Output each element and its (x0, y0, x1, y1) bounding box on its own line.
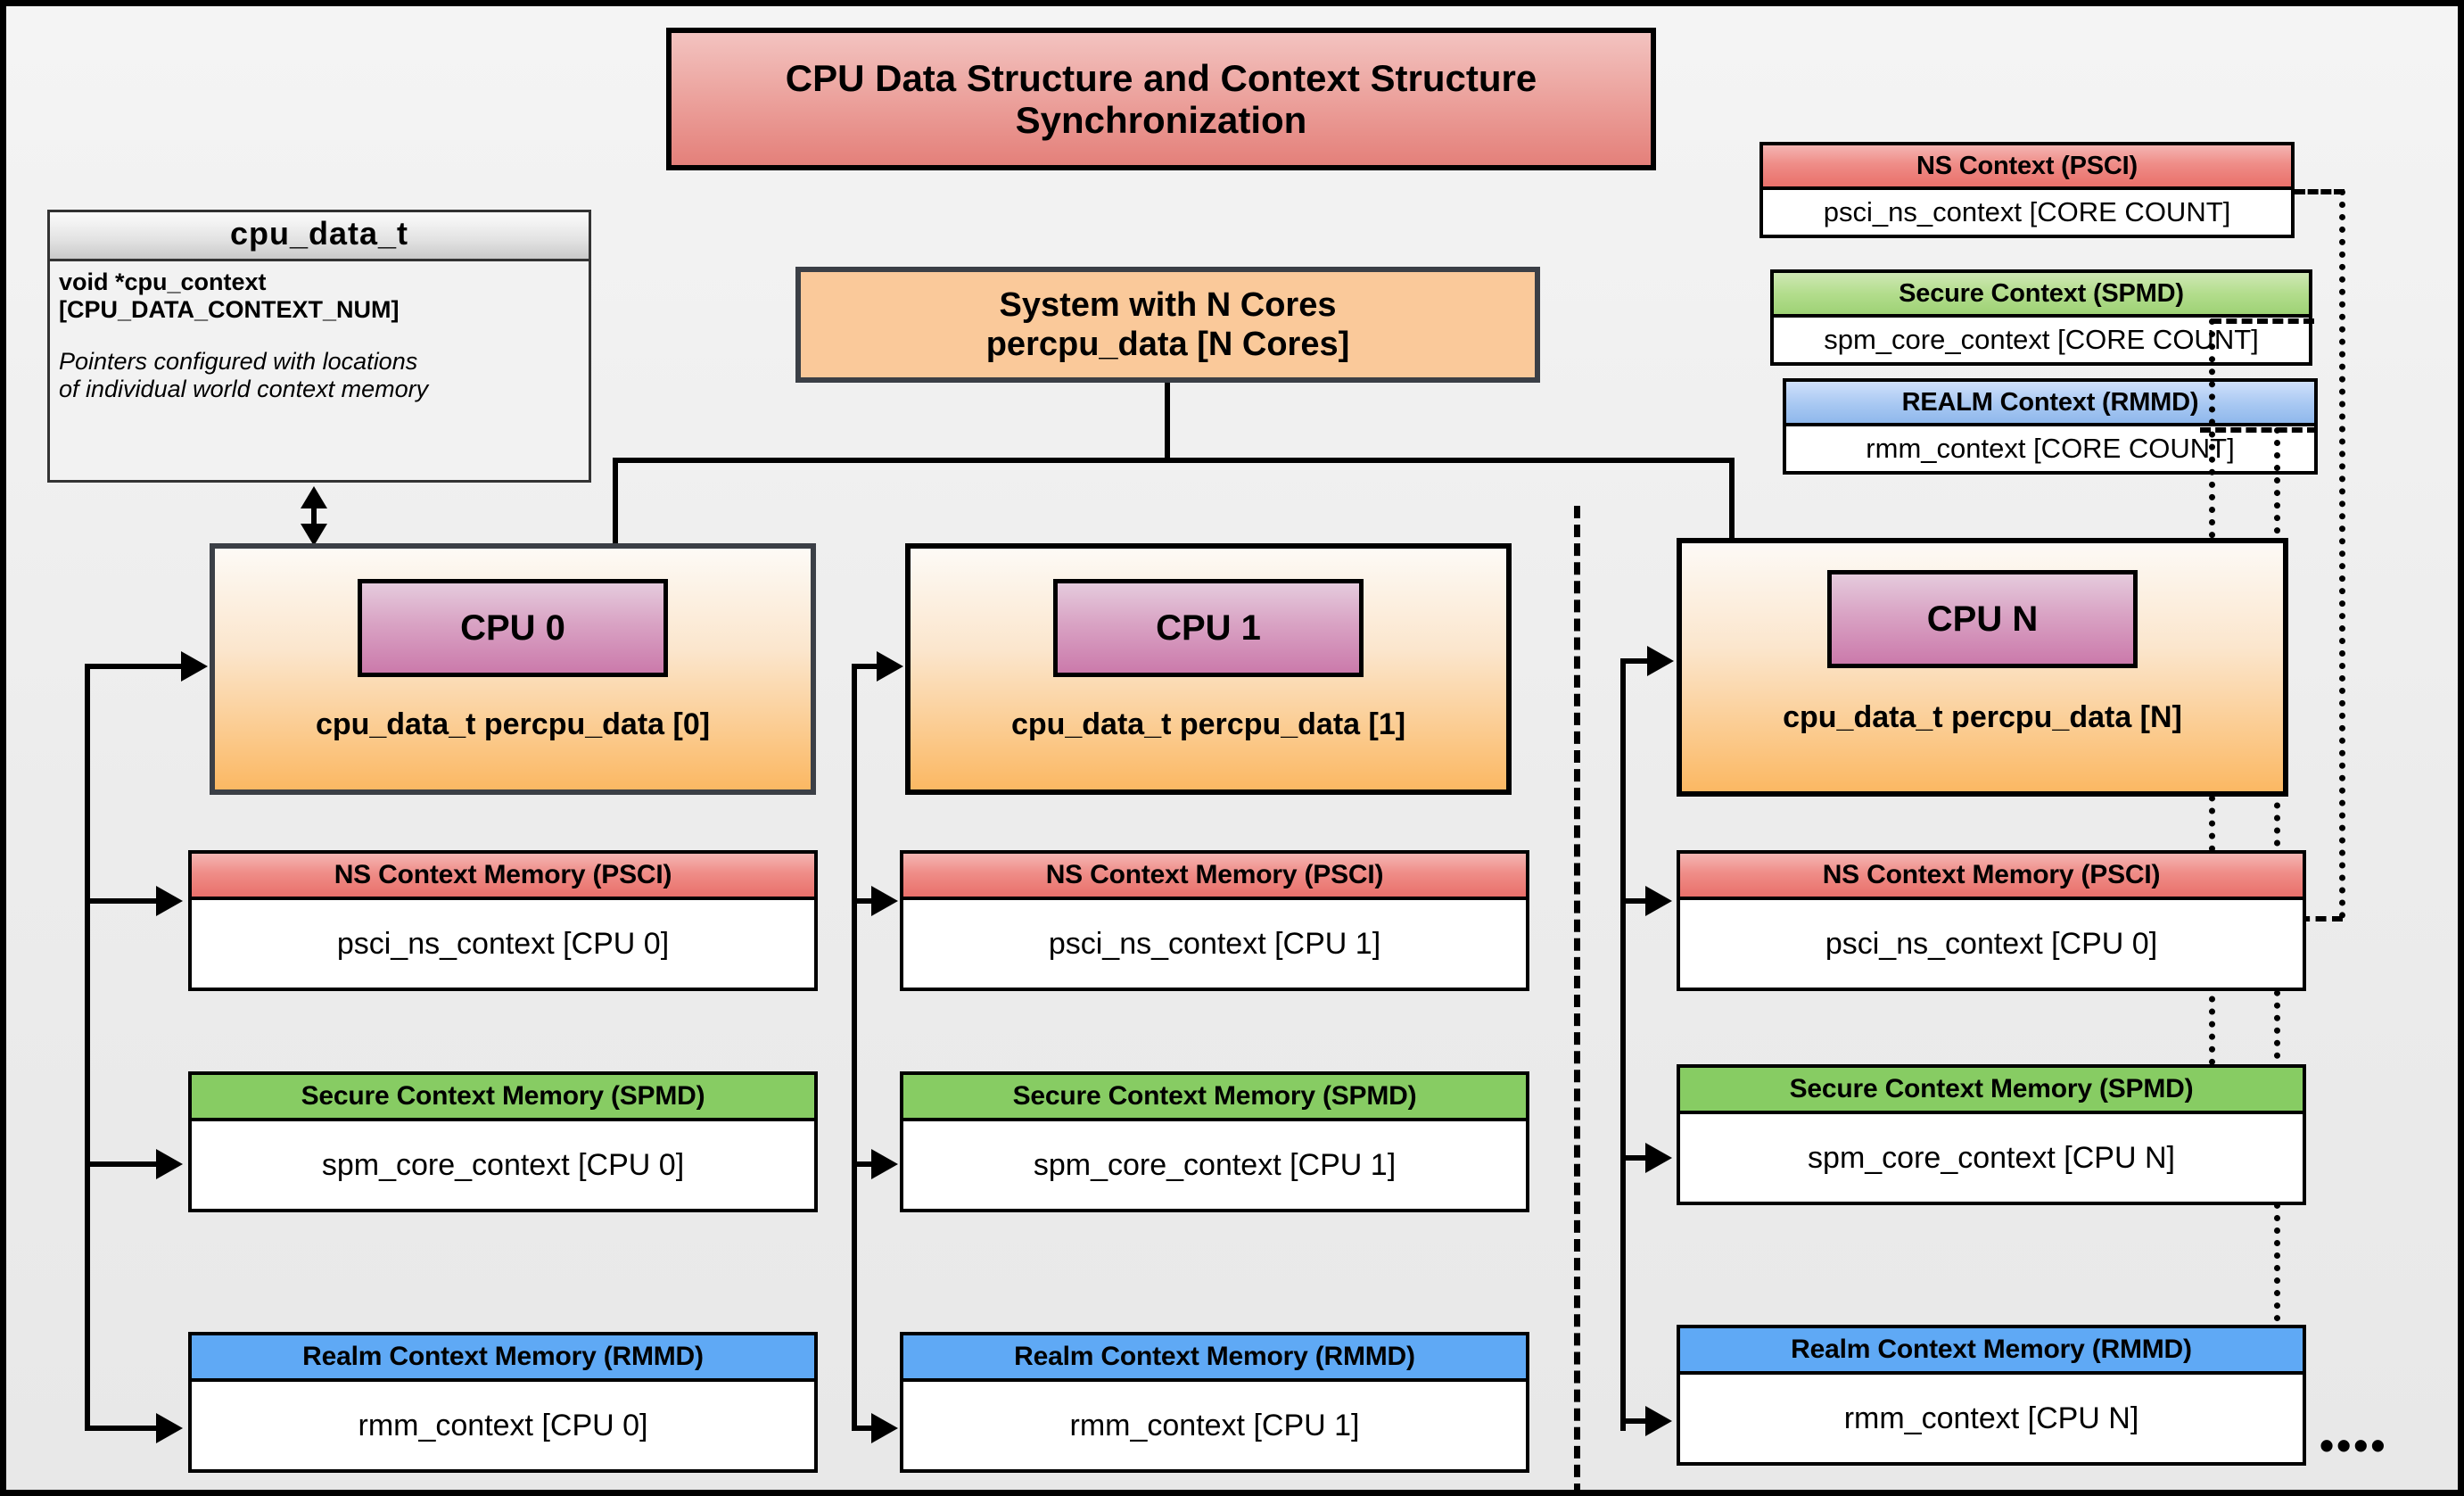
ns-route-vertical (2339, 189, 2345, 919)
cpu-n-arrow-line-ns (1620, 898, 1656, 904)
cpu-1-realm-context-body: rmm_context [CPU 1] (903, 1382, 1526, 1469)
cpu-1-secure-context-header: Secure Context Memory (SPMD) (903, 1075, 1526, 1121)
cpu-n-caption: cpu_data_t percpu_data [N] (1783, 700, 2182, 734)
cpu-data-link-arrow-down (301, 524, 327, 546)
ns-route-top-h (2295, 189, 2345, 194)
cpu-0-secure-context-body: spm_core_context [CPU 0] (192, 1121, 814, 1209)
cpu-1-arrow-line-ns (852, 898, 887, 904)
cpu-0-ns-context-card: NS Context Memory (PSCI) psci_ns_context… (188, 850, 818, 991)
cpu-n-secure-context-header: Secure Context Memory (SPMD) (1680, 1068, 2303, 1114)
cpu-n-realm-context-card: Realm Context Memory (RMMD) rmm_context … (1677, 1325, 2306, 1466)
cpu-1-arrow-head-secure (871, 1149, 898, 1179)
cpu-1-arrow-line-realm (852, 1426, 887, 1431)
cpu-0-secure-context-header: Secure Context Memory (SPMD) (192, 1075, 814, 1121)
global-ns-context-header: NS Context (PSCI) (1763, 145, 2291, 190)
global-secure-context-body: spm_core_context [CORE COUNT] (1774, 318, 2309, 362)
cpu-n-box: CPU N cpu_data_t percpu_data [N] (1677, 538, 2288, 797)
system-branch-cpu0 (613, 458, 618, 547)
cpu-context-field-line1: void *cpu_context (59, 269, 267, 295)
cpu-n-arrow-line-secure (1620, 1155, 1656, 1161)
cpu-n-secure-context-card: Secure Context Memory (SPMD) spm_core_co… (1677, 1064, 2306, 1205)
cpu-data-t-body: void *cpu_context [CPU_DATA_CONTEXT_NUM]… (50, 261, 589, 480)
cpu-1-caption: cpu_data_t percpu_data [1] (1010, 707, 1406, 741)
cpu-n-realm-context-body: rmm_context [CPU N] (1680, 1375, 2303, 1462)
cpu-context-field-line2: [CPU_DATA_CONTEXT_NUM] (59, 296, 400, 324)
system-trunk-line (1165, 383, 1170, 463)
cpu-data-link-dash (311, 506, 317, 527)
cpu-0-arrow-head-ns (156, 886, 183, 916)
cpu-0-bus-vertical (85, 664, 90, 1431)
cpu-n-ns-context-body: psci_ns_context [CPU 0] (1680, 900, 2303, 988)
cpu-1-ns-context-header: NS Context Memory (PSCI) (903, 854, 1526, 900)
cpu-data-t-note-line1: Pointers configured with locations (59, 347, 418, 375)
global-ns-context-card: NS Context (PSCI) psci_ns_context [CORE … (1759, 142, 2295, 238)
cpu-data-link-arrow-up (301, 486, 327, 508)
cpu-1-arrow-line-box (852, 664, 893, 669)
cpu-n-arrow-head-secure (1645, 1143, 1672, 1173)
cpu-n-ns-context-header: NS Context Memory (PSCI) (1680, 854, 2303, 900)
diagram-title-line2: Synchronization (1015, 99, 1307, 141)
global-realm-context-body: rmm_context [CORE COUNT] (1786, 426, 2314, 471)
cpu-n-secure-context-body: spm_core_context [CPU N] (1680, 1114, 2303, 1202)
cpu-data-t-title: cpu_data_t (50, 212, 589, 261)
cpu-1-arrow-head-ns (871, 886, 898, 916)
cpu-1-realm-context-header: Realm Context Memory (RMMD) (903, 1335, 1526, 1382)
cpu-0-secure-context-card: Secure Context Memory (SPMD) spm_core_co… (188, 1071, 818, 1212)
cpu-n-chip: CPU N (1827, 570, 2138, 668)
cpu-data-t-note-line2: of individual world context memory (59, 375, 429, 402)
cpu-0-arrow-line-realm (85, 1426, 158, 1431)
cpu-0-box: CPU 0 cpu_data_t percpu_data [0] (210, 543, 816, 795)
trailing-ellipsis: •••• (2320, 1422, 2388, 1468)
cpu-1-realm-context-card: Realm Context Memory (RMMD) rmm_context … (900, 1332, 1529, 1473)
global-ns-context-body: psci_ns_context [CORE COUNT] (1763, 190, 2291, 235)
cpu-n-arrow-head-ns (1645, 886, 1672, 916)
cpu-1-bus-vertical (852, 664, 857, 1431)
cpu-data-t-struct-box: cpu_data_t void *cpu_context [CPU_DATA_C… (47, 210, 591, 483)
column-divider-dashed (1574, 506, 1580, 1490)
cpu-n-bus-vertical (1620, 658, 1626, 1431)
secure-route-top-h (2211, 318, 2314, 324)
global-realm-context-header: REALM Context (RMMD) (1786, 382, 2314, 426)
cpu-1-chip: CPU 1 (1053, 579, 1364, 677)
system-with-n-cores-box: System with N Cores percpu_data [N Cores… (795, 267, 1540, 383)
cpu-1-arrow-head-realm (871, 1413, 898, 1443)
cpu-n-arrow-line-box (1620, 658, 1661, 664)
cpu-0-realm-context-card: Realm Context Memory (RMMD) rmm_context … (188, 1332, 818, 1473)
cpu-0-ns-context-body: psci_ns_context [CPU 0] (192, 900, 814, 988)
system-box-line2: percpu_data [N Cores] (985, 326, 1350, 363)
cpu-1-ns-context-card: NS Context Memory (PSCI) psci_ns_context… (900, 850, 1529, 991)
global-secure-context-header: Secure Context (SPMD) (1774, 273, 2309, 318)
cpu-0-arrow-head-realm (156, 1413, 183, 1443)
cpu-0-realm-context-body: rmm_context [CPU 0] (192, 1382, 814, 1469)
system-box-line1: System with N Cores (999, 285, 1337, 324)
cpu-0-ns-context-header: NS Context Memory (PSCI) (192, 854, 814, 900)
cpu-0-arrow-line-box (85, 664, 183, 669)
cpu-0-arrow-line-secure (85, 1161, 158, 1167)
diagram-title: CPU Data Structure and Context Structure… (666, 28, 1656, 170)
cpu-n-realm-context-header: Realm Context Memory (RMMD) (1680, 1328, 2303, 1375)
cpu-0-chip: CPU 0 (358, 579, 668, 677)
system-branch-cpun (1729, 458, 1735, 547)
cpu-1-secure-context-card: Secure Context Memory (SPMD) spm_core_co… (900, 1071, 1529, 1212)
cpu-0-caption: cpu_data_t percpu_data [0] (315, 707, 711, 741)
cpu-1-arrow-line-secure (852, 1161, 887, 1167)
cpu-1-arrow-head-box (877, 651, 903, 682)
cpu-0-realm-context-header: Realm Context Memory (RMMD) (192, 1335, 814, 1382)
system-bus-line (613, 458, 1735, 463)
realm-route-top-h (2200, 427, 2318, 433)
diagram-title-line1: CPU Data Structure and Context Structure (785, 56, 1537, 99)
cpu-n-arrow-line-realm (1620, 1418, 1656, 1424)
global-secure-context-card: Secure Context (SPMD) spm_core_context [… (1770, 269, 2312, 366)
cpu-1-box: CPU 1 cpu_data_t percpu_data [1] (905, 543, 1512, 795)
cpu-0-arrow-head-box (181, 651, 208, 682)
cpu-0-arrow-line-ns (85, 898, 158, 904)
cpu-1-secure-context-body: spm_core_context [CPU 1] (903, 1121, 1526, 1209)
cpu-0-arrow-head-secure (156, 1149, 183, 1179)
cpu-n-ns-context-card: NS Context Memory (PSCI) psci_ns_context… (1677, 850, 2306, 991)
cpu-n-arrow-head-box (1647, 646, 1674, 676)
global-realm-context-card: REALM Context (RMMD) rmm_context [CORE C… (1783, 378, 2318, 475)
cpu-n-arrow-head-realm (1645, 1406, 1672, 1436)
cpu-1-ns-context-body: psci_ns_context [CPU 1] (903, 900, 1526, 988)
